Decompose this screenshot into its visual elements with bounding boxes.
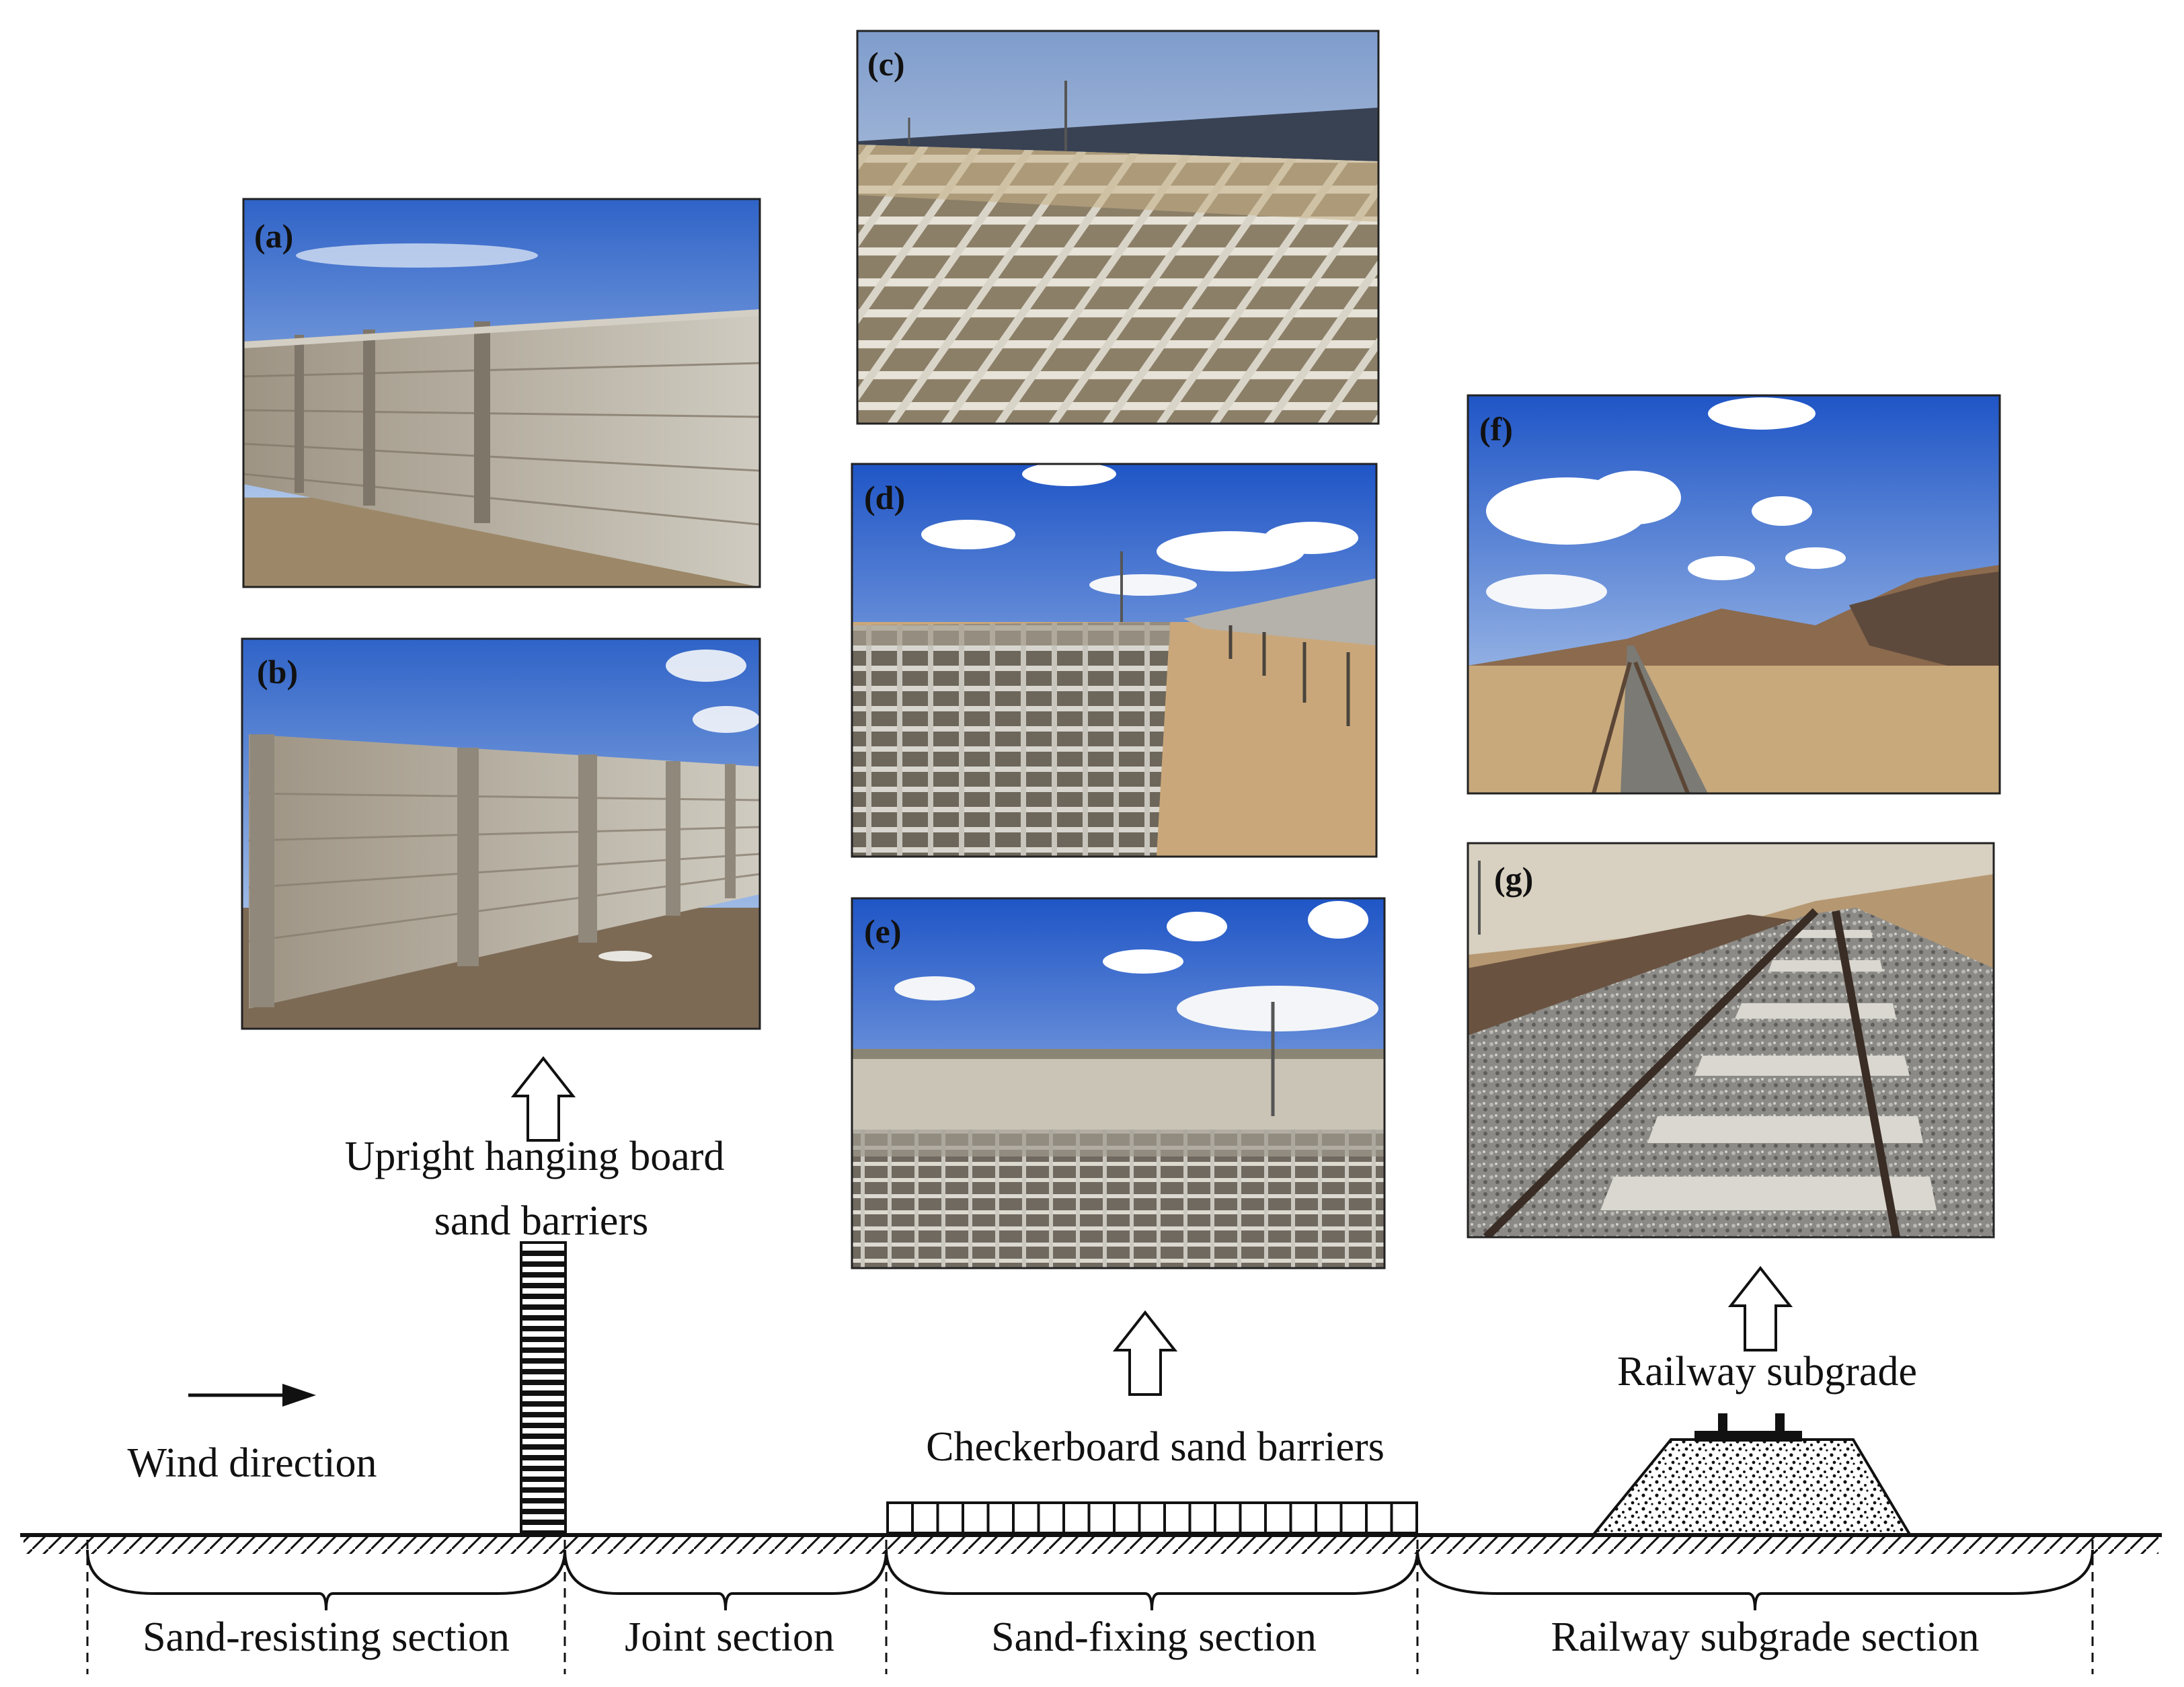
photo-f-label: (f)	[1479, 410, 1513, 448]
photo-g	[1468, 843, 1994, 1237]
railway-embankment	[1590, 1413, 1912, 1536]
photo-a-frame	[242, 198, 761, 588]
railway-subgrade-label: Railway subgrade	[1617, 1349, 1917, 1395]
barrier-stripe	[522, 1283, 564, 1288]
barrier-stripe	[522, 1347, 564, 1353]
barrier-stripe	[522, 1477, 564, 1482]
upright-barrier-structure	[520, 1241, 567, 1536]
checkerboard-barrier-structure	[886, 1501, 1418, 1534]
barrier-stripe	[522, 1304, 564, 1310]
barrier-stripe	[522, 1423, 564, 1428]
upright-arrow-icon	[510, 1056, 576, 1142]
photo-c	[857, 31, 1378, 424]
section-label-sand-resisting: Sand-resisting section	[143, 1614, 510, 1660]
photo-e	[852, 898, 1384, 1268]
section-label-joint: Joint section	[625, 1614, 834, 1660]
barrier-stripe	[522, 1326, 564, 1331]
barrier-stripe	[522, 1434, 564, 1439]
barrier-stripe	[522, 1337, 564, 1342]
photo-a-label: (a)	[254, 217, 293, 255]
checkerboard-label: Checkerboard sand barriers	[926, 1424, 1384, 1470]
barrier-stripe	[522, 1251, 564, 1256]
barrier-stripe	[522, 1315, 564, 1321]
ground-surface	[20, 1533, 2162, 1554]
photo-d	[852, 464, 1376, 857]
photo-e-label: (e)	[864, 912, 902, 950]
checkerboard-arrow-icon	[1112, 1310, 1178, 1396]
photo-b	[242, 639, 760, 1029]
section-braces	[86, 1549, 2094, 1611]
barrier-stripe	[522, 1520, 564, 1525]
barrier-stripe	[522, 1498, 564, 1503]
photo-c-label: (c)	[867, 45, 905, 83]
photo-c-frame	[856, 30, 1380, 425]
barrier-stripe	[522, 1390, 564, 1396]
photo-e-frame	[851, 897, 1386, 1269]
barrier-stripe	[522, 1509, 564, 1514]
barrier-stripe	[522, 1412, 564, 1417]
photo-d-label: (d)	[864, 479, 905, 516]
barrier-stripe	[522, 1358, 564, 1364]
barrier-stripe	[522, 1487, 564, 1493]
wind-direction-label: Wind direction	[127, 1440, 377, 1486]
upright-label-line1: Upright hanging board	[345, 1134, 725, 1179]
barrier-stripe	[522, 1261, 564, 1267]
barrier-stripe	[522, 1466, 564, 1471]
upright-label-line2: sand barriers	[434, 1198, 648, 1244]
barrier-stripe	[522, 1444, 564, 1450]
photo-f-frame	[1467, 394, 2001, 795]
barrier-stripe	[522, 1401, 564, 1407]
section-label-sand-fixing: Sand-fixing section	[991, 1614, 1317, 1660]
barrier-stripe	[522, 1272, 564, 1278]
subgrade-arrow-icon	[1727, 1265, 1793, 1351]
photo-b-frame	[241, 637, 761, 1030]
barrier-stripe	[522, 1455, 564, 1460]
photo-g-frame	[1467, 842, 1995, 1239]
photo-b-label: (b)	[257, 653, 298, 691]
photo-g-label: (g)	[1494, 860, 1533, 898]
barrier-stripe	[522, 1380, 564, 1385]
barrier-stripe	[522, 1294, 564, 1299]
photo-f	[1468, 395, 2000, 793]
barrier-stripe	[522, 1369, 564, 1374]
photo-d-frame	[851, 463, 1378, 858]
section-label-railway-subgrade: Railway subgrade section	[1551, 1614, 1979, 1660]
photo-a	[243, 199, 760, 587]
wind-arrow-icon	[188, 1384, 316, 1407]
